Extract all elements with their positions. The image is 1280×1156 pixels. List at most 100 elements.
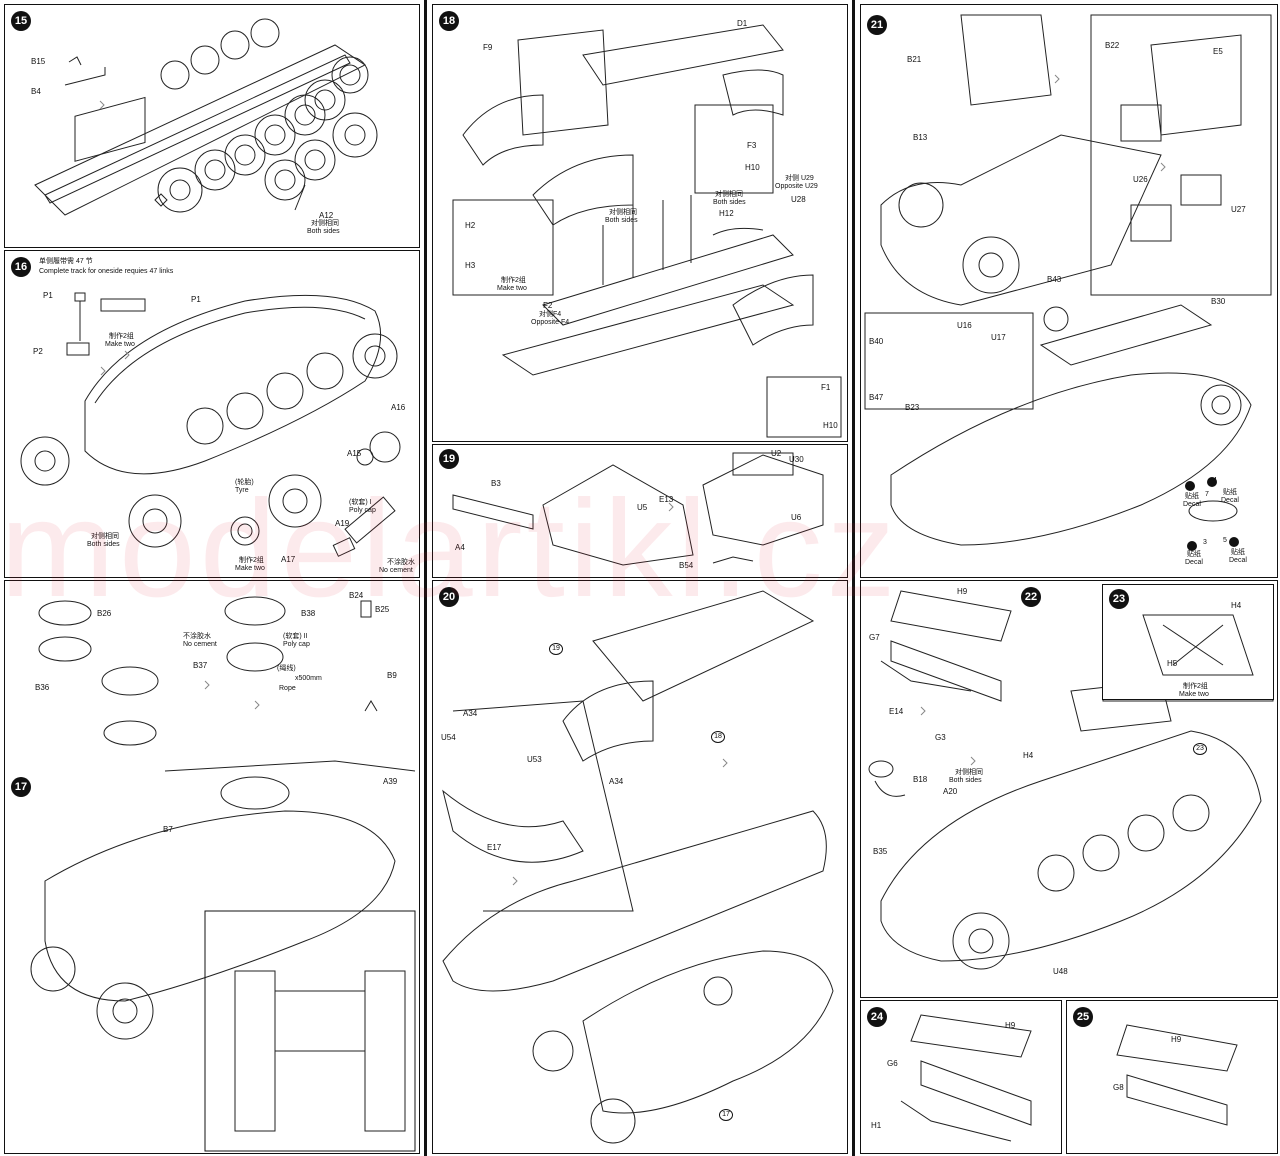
both-sides-en: Both sides [949,777,982,784]
step-23-panel: 23 H4 H5 制作2组 Make two [1102,584,1274,700]
make-two-en: Make two [497,285,527,292]
both-sides-cn: 对侧相同 [955,769,983,776]
part-label: F9 [483,43,493,52]
step-18-panel: 18 F9 D1 F3 H10 对侧相同 Both sides H12 对侧 U… [432,4,848,442]
part-label: B47 [869,393,884,402]
part-label: D1 [737,19,748,28]
part-label: A39 [383,777,398,786]
part-label: B25 [375,605,390,614]
part-label: B7 [163,825,173,834]
part-label: H4 [1231,601,1242,610]
step-20-panel: 20 19 18 17 A34 U54 U53 A34 E17 [432,580,848,1154]
part-label: B30 [1211,297,1226,306]
step-19-panel: 19 B3 A4 U5 E13 U2 U30 U6 B54 [432,444,848,578]
step-number: 18 [439,11,459,31]
track-note-en: Complete track for oneside requies 47 li… [39,268,174,275]
decal-en: Decal [1185,559,1203,566]
part-label: A34 [463,709,478,718]
decal-number: 4 [1213,477,1217,484]
no-cement-cn: 不涂胶水 [387,559,415,566]
polycap-en: Poly cap [349,507,376,514]
hull-frame-illustration [452,24,842,438]
part-label: H10 [823,421,838,430]
decal-cn: 贴纸 [1223,489,1237,496]
make-two-en: Make two [1179,691,1209,698]
part-label: U5 [637,503,648,512]
decal-cn: 贴纸 [1187,551,1201,558]
decal-callout [1187,541,1197,551]
step-number: 21 [867,15,887,35]
part-label: F2 [543,301,553,310]
step-number: 25 [1073,1007,1093,1027]
decal-callout [1185,481,1195,491]
part-label: U27 [1231,205,1246,214]
no-cement-cn: 不涂胶水 [183,633,211,640]
part-label: A4 [455,543,465,552]
step-number: 19 [439,449,459,469]
part-label: E13 [659,495,674,504]
part-label: U54 [441,733,456,742]
make-two-cn: 制作2组 [501,277,526,284]
step-number: 23 [1109,589,1129,609]
part-label: B3 [491,479,501,488]
part-label: G8 [1113,1083,1124,1092]
part-label: G3 [935,733,946,742]
part-label: P2 [33,347,43,356]
seat-part-illustration [1116,1024,1238,1126]
part-label: U30 [789,455,804,464]
both-sides-cn: 对侧相同 [311,220,339,227]
part-label: B23 [905,403,920,412]
step-17-panel: 17 B26 B36 B38 不涂胶水 No cement (软套) II Po… [4,580,420,1154]
decal-callout [1207,477,1217,487]
track-note-cn: 单侧履带需 47 节 [39,258,93,265]
part-label: B18 [913,775,928,784]
part-label: H5 [1167,659,1178,668]
step-16-panel: 16 单侧履带需 47 节 Complete track for oneside… [4,250,420,578]
column-divider-right [852,0,855,1156]
part-label: U6 [791,513,802,522]
part-label: A15 [347,449,362,458]
step-21-panel: 21 B21 B13 B22 E5 U26 U27 B43 B30 B40 U1… [860,4,1278,578]
decal-callout [1229,537,1239,547]
track-assembly-illustration [20,292,401,557]
rear-deck-illustration [864,14,1272,546]
rope-cn: (绳线) [277,665,296,672]
both-sides-cn: 对侧相同 [609,209,637,216]
part-label: U17 [991,333,1006,342]
part-label: A19 [335,519,350,528]
tyre-cn: (轮胎) [235,479,254,486]
part-label: B54 [679,561,694,570]
part-label: A20 [943,787,958,796]
part-label: H4 [1023,751,1034,760]
ref-step-23: 23 [1193,743,1207,755]
part-label: A34 [609,777,624,786]
make-two-cn: 制作2组 [1183,683,1208,690]
part-label: U16 [957,321,972,330]
make-two-en: Make two [235,565,265,572]
part-label: P1 [43,291,53,300]
decal-number: 7 [1205,491,1209,498]
decal-en: Decal [1229,557,1247,564]
part-label: B13 [913,133,928,142]
tyre-en: Tyre [235,487,249,494]
part-label: B36 [35,683,50,692]
spare-wheel-winch-illustration [30,596,416,1152]
part-label: A16 [391,403,406,412]
make-two-cn: 制作2组 [239,557,264,564]
u29-en: Opposite U29 [775,183,818,190]
part-label: F3 [747,141,757,150]
part-label: G7 [869,633,880,642]
decal-number: 3 [1203,539,1207,546]
part-label: U53 [527,755,542,764]
part-label: H2 [465,221,476,230]
part-label: H1 [871,1121,882,1130]
step-number: 16 [11,257,31,277]
no-cement-en: No cement [183,641,217,648]
step-number: 17 [11,777,31,797]
polycap-cn: (软套) II [283,633,308,640]
hull-body-illustration [442,590,834,1144]
part-label: U26 [1133,175,1148,184]
step-number: 20 [439,587,459,607]
step-15-panel: 15 B15 B4 A [4,4,420,248]
part-label: E5 [1213,47,1223,56]
